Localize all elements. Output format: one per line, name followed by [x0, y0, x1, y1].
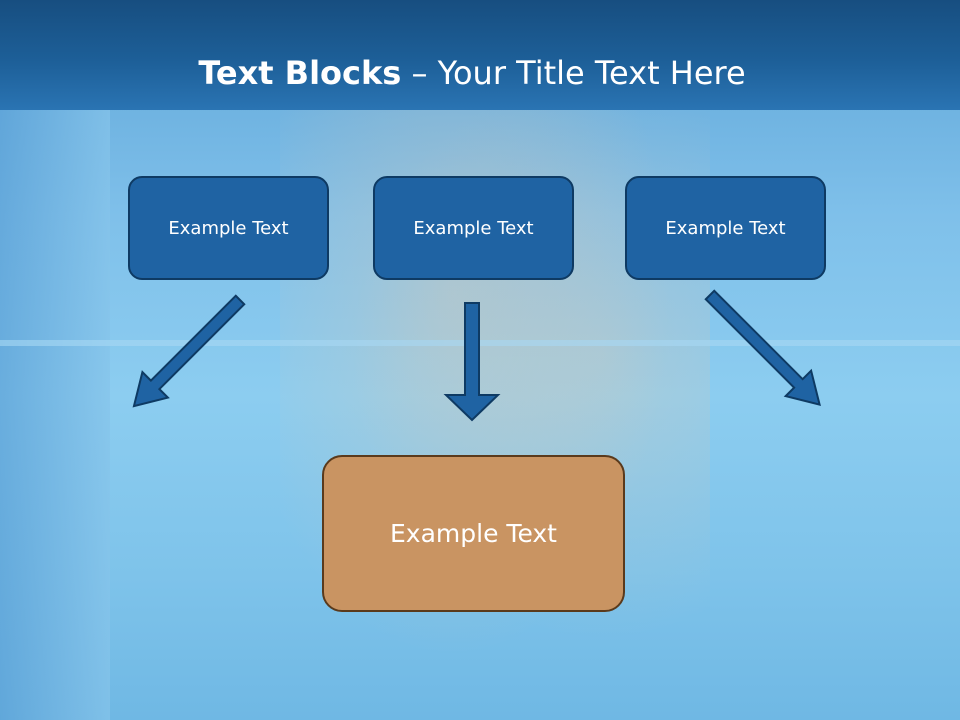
- text-block-label: Example Text: [168, 217, 289, 239]
- text-block-right[interactable]: Example Text: [625, 176, 826, 280]
- title-dash: –: [401, 54, 438, 92]
- arrow-down-icon: [443, 302, 501, 422]
- title-bold-part: Text Blocks: [198, 54, 402, 92]
- text-block-bottom[interactable]: Example Text: [322, 455, 625, 612]
- title-rest-part: Your Title Text Here: [437, 54, 746, 92]
- header-band: [0, 0, 960, 110]
- text-block-center[interactable]: Example Text: [373, 176, 574, 280]
- background-photo-column: [0, 110, 110, 720]
- slide-title: Text Blocks – Your Title Text Here: [0, 54, 944, 92]
- text-block-bottom-label: Example Text: [390, 519, 557, 548]
- arrow-down-left-icon: [704, 289, 821, 406]
- text-block-label: Example Text: [413, 217, 534, 239]
- text-block-left[interactable]: Example Text: [128, 176, 329, 280]
- text-block-label: Example Text: [665, 217, 786, 239]
- arrow-down-right-icon: [132, 294, 246, 408]
